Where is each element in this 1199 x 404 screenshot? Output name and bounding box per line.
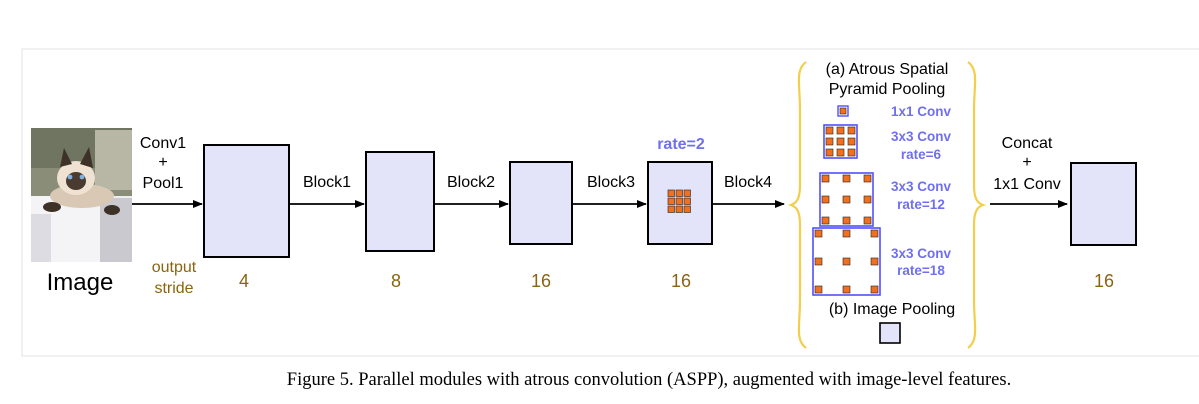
kernel-rate6-cell <box>847 126 856 135</box>
kernel-rate18-cell <box>842 257 851 266</box>
aspp-title-line2: Pyramid Pooling <box>829 81 946 98</box>
kernel-rate6-frame <box>823 124 858 159</box>
output-feature-map <box>1070 162 1137 246</box>
kernel-rate18-cell <box>842 285 851 294</box>
atrous-kernel-rate-2 <box>667 189 691 213</box>
kernel-rate12-cell <box>863 174 872 183</box>
kernel-rate18-cell <box>814 229 823 238</box>
aspp-title-line1: (a) Atrous Spatial <box>826 61 949 78</box>
left-brace <box>787 61 807 349</box>
kernel-3x3-rate-6 <box>823 124 858 159</box>
kernel-rate12-cell <box>842 174 851 183</box>
kernel-rate18-cell <box>842 229 851 238</box>
kernel-rate2-cell <box>675 197 683 205</box>
stem-label-conv1: Conv1 <box>140 135 186 152</box>
concat-label-line3: 1x1 Conv <box>993 176 1061 193</box>
block4-label: Block4 <box>724 174 772 191</box>
kernel-rate2-cell <box>683 197 691 205</box>
kernel-1x1-frame <box>837 105 849 117</box>
kernel-rate18-cell <box>870 229 879 238</box>
kernel-3x3-rate-18 <box>812 227 881 296</box>
feature-map-stride-8 <box>365 151 435 252</box>
kernel-rate18-cell <box>814 257 823 266</box>
kernel-rate6-cell <box>836 148 845 157</box>
kernel-rate6-cell <box>836 137 845 146</box>
kernel-rate12-cell <box>821 195 830 204</box>
block1-label: Block1 <box>303 174 351 191</box>
image-pooling-box <box>879 322 901 344</box>
kernel-rate12-cell <box>842 216 851 225</box>
kernel-rate18-cell <box>870 285 879 294</box>
kernel-rate18-frame <box>812 227 881 296</box>
kernel-rate6-cell <box>825 148 834 157</box>
figure-caption: Figure 5. Parallel modules with atrous c… <box>287 370 1011 390</box>
kernel-rate2-cell <box>667 197 675 205</box>
kernel-1x1 <box>837 105 849 117</box>
cat-image <box>31 128 132 262</box>
block3-label: Block3 <box>587 174 635 191</box>
kernel-rate2-cell <box>683 205 691 213</box>
kernel-rate6-cell <box>825 137 834 146</box>
rate-label: rate=2 <box>657 136 705 153</box>
kernel-3x3-rate-12 <box>819 172 874 227</box>
figure-frame <box>21 48 1199 357</box>
stride-value-8: 8 <box>391 271 401 291</box>
branch-rate18-label-line1: 3x3 Conv <box>891 246 952 261</box>
kernel-rate2-cell <box>667 189 675 197</box>
kernel-rate12-cell <box>863 195 872 204</box>
image-pooling-label: (b) Image Pooling <box>829 301 955 318</box>
kernel-rate6-cell <box>847 137 856 146</box>
feature-map-stride-16-a <box>509 161 573 245</box>
stride-value-16-b: 16 <box>671 271 691 291</box>
kernel-rate2-cell <box>675 205 683 213</box>
feature-map-stride-4 <box>203 144 290 258</box>
output-stride-label-line1: output <box>152 259 197 276</box>
branch-rate18-label-line2: rate=18 <box>897 263 945 278</box>
stem-label-plus: + <box>158 154 167 171</box>
stride-value-16-a: 16 <box>531 271 551 291</box>
kernel-rate12-cell <box>821 216 830 225</box>
stride-value-4: 4 <box>239 271 249 291</box>
kernel-rate12-cell <box>821 174 830 183</box>
branch-1x1-label: 1x1 Conv <box>891 104 952 119</box>
branch-rate6-label-line1: 3x3 Conv <box>891 129 952 144</box>
block2-label: Block2 <box>447 174 495 191</box>
branch-rate12-label-line1: 3x3 Conv <box>891 179 952 194</box>
kernel-rate18-cell <box>814 285 823 294</box>
kernel-rate6-cell <box>825 126 834 135</box>
input-label: Image <box>47 269 114 296</box>
kernel-1x1-cell <box>839 107 847 115</box>
stem-label-pool1: Pool1 <box>143 175 184 192</box>
kernel-rate12-frame <box>819 172 874 227</box>
kernel-rate6-cell <box>836 126 845 135</box>
kernel-rate18-cell <box>870 257 879 266</box>
kernel-rate2-cell <box>675 189 683 197</box>
kernel-rate6-cell <box>847 148 856 157</box>
output-stride-label-line2: stride <box>154 280 193 297</box>
kernel-rate12-cell <box>863 216 872 225</box>
concat-label-line2: + <box>1022 154 1031 171</box>
concat-label-line1: Concat <box>1002 135 1053 152</box>
stride-value-16-output: 16 <box>1094 271 1114 291</box>
branch-rate12-label-line2: rate=12 <box>897 197 945 212</box>
kernel-rate2-cell <box>683 189 691 197</box>
branch-rate6-label-line2: rate=6 <box>901 147 942 162</box>
kernel-rate12-cell <box>842 195 851 204</box>
kernel-rate2-cell <box>667 205 675 213</box>
right-brace <box>967 61 987 349</box>
